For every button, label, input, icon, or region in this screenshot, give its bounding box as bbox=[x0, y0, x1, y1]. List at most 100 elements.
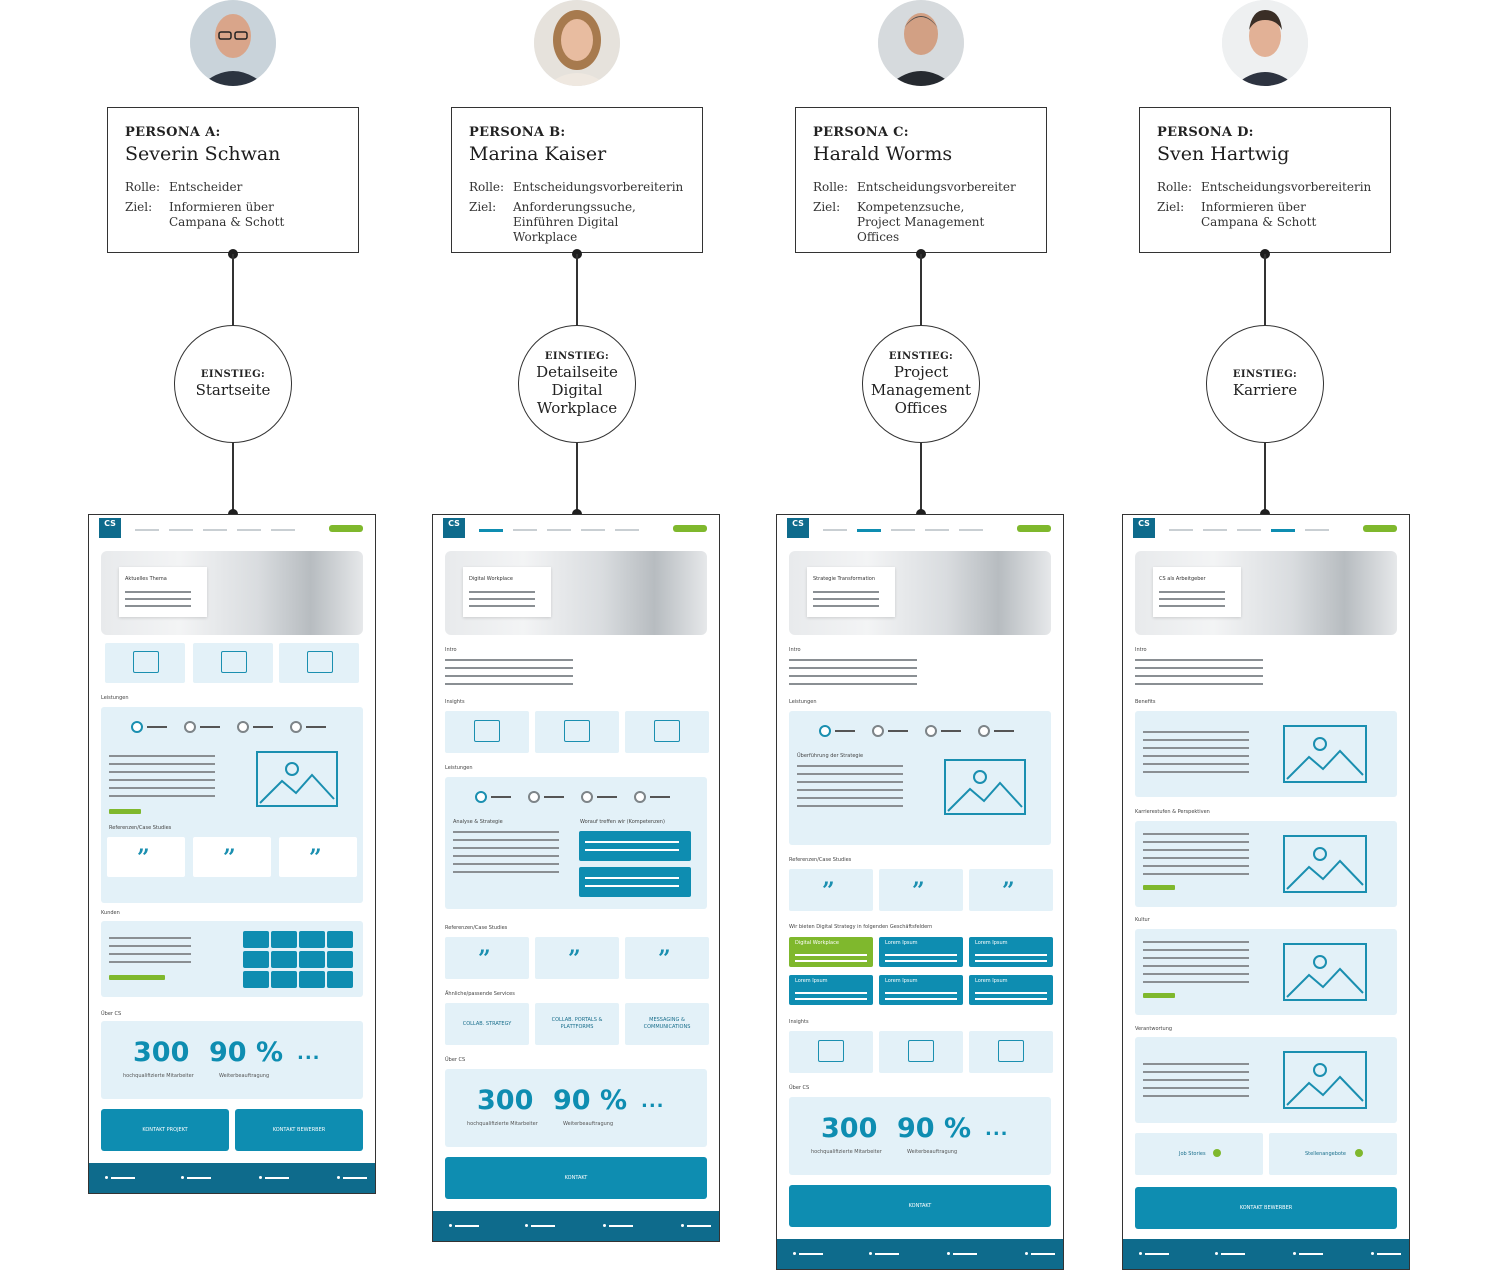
footer-link[interactable] bbox=[259, 1176, 289, 1179]
footer-link[interactable] bbox=[337, 1176, 367, 1179]
step-circle[interactable] bbox=[581, 791, 593, 803]
service-tile[interactable]: COLLAB. PORTALS & PLATTFORMS bbox=[535, 1003, 619, 1045]
hero-card: Strategie Transformation bbox=[807, 567, 895, 617]
step-circle[interactable] bbox=[819, 725, 831, 737]
quote-tile[interactable]: ” bbox=[107, 837, 185, 877]
header-cta-button[interactable] bbox=[329, 525, 363, 532]
kontakt-projekt-button[interactable]: KONTAKT PROJEKT bbox=[101, 1109, 229, 1151]
nav-item-active[interactable] bbox=[1271, 529, 1295, 532]
footer-link[interactable] bbox=[105, 1176, 135, 1179]
job-stories-link[interactable]: Job Stories bbox=[1135, 1133, 1263, 1175]
nav-item[interactable] bbox=[169, 529, 193, 531]
more-stats: ... bbox=[641, 1091, 665, 1112]
arrow-right-icon bbox=[1355, 1149, 1363, 1157]
nav-item[interactable] bbox=[891, 529, 915, 531]
nav-item[interactable] bbox=[1305, 529, 1329, 531]
footer-link[interactable] bbox=[1293, 1252, 1323, 1255]
step-circle[interactable] bbox=[475, 791, 487, 803]
service-tile[interactable]: MESSAGING & COMMUNICATIONS bbox=[625, 1003, 709, 1045]
image-placeholder-icon bbox=[1283, 1051, 1367, 1109]
more-link[interactable] bbox=[1143, 993, 1175, 998]
quote-tile[interactable]: ” bbox=[193, 837, 271, 877]
footer-link[interactable] bbox=[1139, 1252, 1169, 1255]
nav-item[interactable] bbox=[959, 529, 983, 531]
kontakt-bewerber-button[interactable]: KONTAKT BEWERBER bbox=[1135, 1187, 1397, 1229]
quote-tile[interactable]: ” bbox=[789, 869, 873, 911]
geschaeftsfeld-card[interactable]: Lorem Ipsum bbox=[969, 975, 1053, 1005]
footer-link[interactable] bbox=[1025, 1252, 1055, 1255]
insight-tile[interactable] bbox=[445, 711, 529, 753]
step-circle[interactable] bbox=[290, 721, 302, 733]
nav-item[interactable] bbox=[203, 529, 227, 531]
step-circle[interactable] bbox=[634, 791, 646, 803]
footer-link[interactable] bbox=[525, 1224, 555, 1227]
step-circle[interactable] bbox=[978, 725, 990, 737]
more-link[interactable] bbox=[1143, 885, 1175, 890]
step-circle[interactable] bbox=[528, 791, 540, 803]
footer-link[interactable] bbox=[793, 1252, 823, 1255]
persona-name: Severin Schwan bbox=[125, 143, 281, 165]
kontakt-button[interactable]: KONTAKT bbox=[445, 1157, 707, 1199]
geschaeftsfeld-card[interactable]: Lorem Ipsum bbox=[879, 975, 963, 1005]
kunden-link[interactable] bbox=[109, 975, 165, 980]
step-circle[interactable] bbox=[925, 725, 937, 737]
nav-item[interactable] bbox=[237, 529, 261, 531]
footer-link[interactable] bbox=[947, 1252, 977, 1255]
nav-item[interactable] bbox=[823, 529, 847, 531]
footer-link[interactable] bbox=[603, 1224, 633, 1227]
quote-tile[interactable]: ” bbox=[625, 937, 709, 979]
header-cta-button[interactable] bbox=[1363, 525, 1397, 532]
nav-item-active[interactable] bbox=[857, 529, 881, 532]
footer-link[interactable] bbox=[869, 1252, 899, 1255]
quote-tile[interactable]: ” bbox=[279, 837, 357, 877]
stat-value: 90 % bbox=[897, 1113, 972, 1144]
quote-tile[interactable]: ” bbox=[445, 937, 529, 979]
header-cta-button[interactable] bbox=[1017, 525, 1051, 532]
step-circle[interactable] bbox=[872, 725, 884, 737]
nav-item[interactable] bbox=[925, 529, 949, 531]
insight-tile[interactable] bbox=[625, 711, 709, 753]
nav-item[interactable] bbox=[581, 529, 605, 531]
nav-item[interactable] bbox=[271, 529, 295, 531]
geschaeftsfeld-card-digital-workplace[interactable]: Digital Workplace bbox=[789, 937, 873, 967]
kontakt-bewerber-button[interactable]: KONTAKT BEWERBER bbox=[235, 1109, 363, 1151]
kompetenz-card[interactable] bbox=[579, 831, 691, 861]
quote-tile[interactable]: ” bbox=[969, 869, 1053, 911]
kompetenz-card[interactable] bbox=[579, 867, 691, 897]
insight-tile[interactable] bbox=[789, 1031, 873, 1073]
geschaeftsfeld-card[interactable]: Lorem Ipsum bbox=[789, 975, 873, 1005]
nav-item[interactable] bbox=[615, 529, 639, 531]
nav-item[interactable] bbox=[1237, 529, 1261, 531]
more-link[interactable] bbox=[109, 809, 141, 814]
insight-tile[interactable] bbox=[879, 1031, 963, 1073]
teaser-tile[interactable] bbox=[105, 643, 185, 683]
service-tile[interactable]: COLLAB. STRATEGY bbox=[445, 1003, 529, 1045]
geschaeftsfeld-card[interactable]: Lorem Ipsum bbox=[969, 937, 1053, 967]
entry-label: EINSTIEG: bbox=[200, 369, 266, 380]
nav-item[interactable] bbox=[135, 529, 159, 531]
footer-link[interactable] bbox=[1371, 1252, 1401, 1255]
nav-item[interactable] bbox=[547, 529, 571, 531]
geschaeftsfeld-card[interactable]: Lorem Ipsum bbox=[879, 937, 963, 967]
step-circle[interactable] bbox=[237, 721, 249, 733]
step-circle[interactable] bbox=[131, 721, 143, 733]
quote-tile[interactable]: ” bbox=[535, 937, 619, 979]
stellenangebote-link[interactable]: Stellenangebote bbox=[1269, 1133, 1397, 1175]
footer-link[interactable] bbox=[1215, 1252, 1245, 1255]
teaser-tile[interactable] bbox=[193, 643, 273, 683]
teaser-tile[interactable] bbox=[279, 643, 359, 683]
quote-tile[interactable]: ” bbox=[879, 869, 963, 911]
header-cta-button[interactable] bbox=[673, 525, 707, 532]
footer-link[interactable] bbox=[181, 1176, 211, 1179]
step-circle[interactable] bbox=[184, 721, 196, 733]
insight-tile[interactable] bbox=[969, 1031, 1053, 1073]
stats-panel: 300 hochqualifizierte Mitarbeiter 90 % W… bbox=[445, 1069, 707, 1147]
footer-link[interactable] bbox=[681, 1224, 711, 1227]
nav-item-active[interactable] bbox=[479, 529, 503, 532]
kontakt-button[interactable]: KONTAKT bbox=[789, 1185, 1051, 1227]
insight-tile[interactable] bbox=[535, 711, 619, 753]
footer-link[interactable] bbox=[449, 1224, 479, 1227]
nav-item[interactable] bbox=[1203, 529, 1227, 531]
nav-item[interactable] bbox=[513, 529, 537, 531]
nav-item[interactable] bbox=[1169, 529, 1193, 531]
